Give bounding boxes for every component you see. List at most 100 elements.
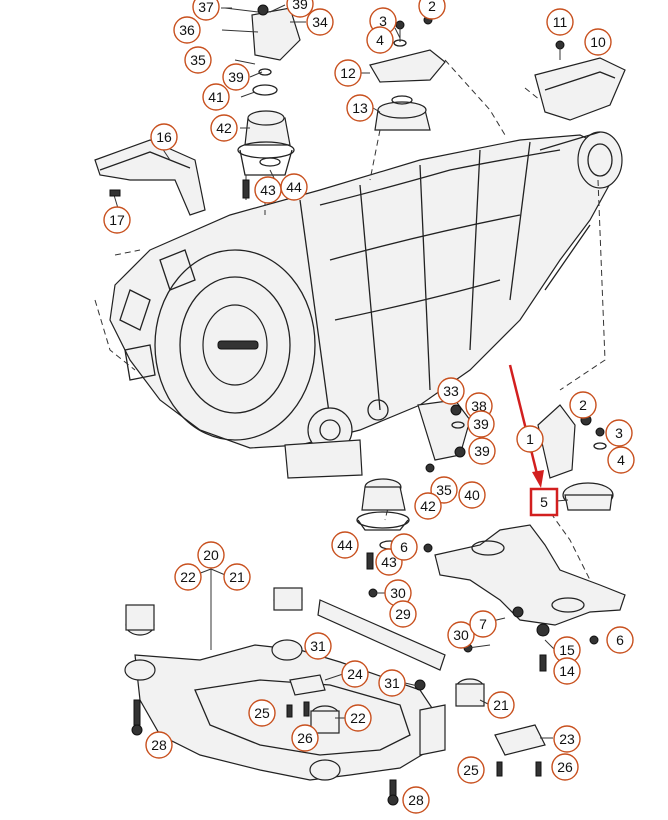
callout-2: 2 [569, 391, 597, 419]
callout-ring [606, 626, 634, 654]
callout-number: 31 [310, 638, 326, 654]
callout-number: 16 [156, 129, 172, 145]
callout-ring [389, 600, 417, 628]
callout-number: 26 [557, 759, 573, 775]
middle-mount-assembly [356, 399, 471, 570]
callout-22: 22 [174, 563, 202, 591]
callout-number: 1 [526, 431, 534, 447]
callout-number: 42 [216, 120, 232, 136]
callout-42: 42 [210, 114, 238, 142]
callout-number: 20 [203, 547, 219, 563]
callout-31: 31 [304, 632, 332, 660]
callout-number: 39 [474, 443, 490, 459]
callout-ring [150, 123, 178, 151]
callout-number: 25 [254, 705, 270, 721]
callout-ring [331, 531, 359, 559]
callout-31: 31 [378, 669, 406, 697]
callout-ring [487, 691, 515, 719]
callout-number: 12 [340, 65, 356, 81]
callout-number: 22 [350, 710, 366, 726]
callout-14: 14 [553, 657, 581, 685]
center-mount-bracket [369, 15, 506, 181]
callout-number: 2 [579, 397, 587, 413]
callout-number: 14 [559, 663, 575, 679]
callout-ring [103, 206, 131, 234]
callout-ring [210, 114, 238, 142]
red-arrow [508, 364, 540, 479]
highlight-annotation: 5 [508, 364, 559, 517]
callout-number: 6 [616, 632, 624, 648]
callout-number: 39 [292, 0, 308, 12]
callout-16: 16 [150, 123, 178, 151]
callout-number: 3 [615, 425, 623, 441]
callout-number: 21 [493, 697, 509, 713]
callout-number: 42 [420, 498, 436, 514]
transmission-crossmember [423, 524, 626, 672]
callout-number: 21 [229, 569, 245, 585]
left-mount-assembly [221, 4, 301, 215]
callout-ring [546, 8, 574, 36]
callout-ring [334, 59, 362, 87]
callout-ring [414, 492, 442, 520]
callout-41: 41 [202, 83, 230, 111]
callout-ring [280, 173, 308, 201]
callout-39: 39 [286, 0, 314, 18]
callout-44: 44 [331, 531, 359, 559]
callout-39: 39 [467, 410, 495, 438]
callout-25: 25 [457, 756, 485, 784]
callout-ring [569, 391, 597, 419]
callout-number: 44 [286, 179, 302, 195]
callout-39: 39 [468, 437, 496, 465]
callout-number: 10 [590, 34, 606, 50]
callout-39: 39 [222, 63, 250, 91]
callout-number: 43 [260, 182, 276, 198]
callout-ring [304, 632, 332, 660]
callout-ring [192, 0, 220, 21]
callout-ring [390, 533, 418, 561]
callout-ring [286, 0, 314, 18]
callout-30: 30 [447, 621, 475, 649]
callout-28: 28 [402, 786, 430, 814]
callout-ring [469, 610, 497, 638]
callout-7: 7 [469, 610, 497, 638]
callout-22: 22 [344, 704, 372, 732]
transmission-housing [109, 131, 623, 479]
callout-ring [184, 46, 212, 74]
callout-43: 43 [254, 176, 282, 204]
callout-number: 28 [408, 792, 424, 808]
callout-ring [145, 731, 173, 759]
callout-number: 37 [198, 0, 214, 15]
callout-number: 28 [151, 737, 167, 753]
callout-number: 7 [479, 616, 487, 632]
callout-number: 44 [337, 537, 353, 553]
callout-number: 40 [464, 487, 480, 503]
callout-3: 3 [605, 419, 633, 447]
callout-21: 21 [487, 691, 515, 719]
callout-40: 40 [458, 481, 486, 509]
callout-35: 35 [184, 46, 212, 74]
callout-ring [197, 541, 225, 569]
callout-24: 24 [341, 660, 369, 688]
callout-12: 12 [334, 59, 362, 87]
callout-ring [551, 753, 579, 781]
callout-26: 26 [291, 724, 319, 752]
callout-42: 42 [414, 492, 442, 520]
red-arrow-head [532, 470, 544, 488]
callout-number: 43 [381, 554, 397, 570]
callout-1: 1 [516, 425, 544, 453]
callout-4: 4 [607, 446, 635, 474]
callout-4: 4 [366, 26, 394, 54]
callout-ring [458, 481, 486, 509]
callout-ring [457, 756, 485, 784]
callout-20: 20 [197, 541, 225, 569]
callout-21: 21 [223, 563, 251, 591]
callout-ring [346, 94, 374, 122]
callout-number: 38 [471, 398, 487, 414]
callout-ring [553, 657, 581, 685]
callout-ring [437, 377, 465, 405]
callout-ring [467, 410, 495, 438]
heat-shield-left [94, 139, 206, 216]
highlight-label: 5 [540, 494, 548, 510]
callout-ring [605, 419, 633, 447]
